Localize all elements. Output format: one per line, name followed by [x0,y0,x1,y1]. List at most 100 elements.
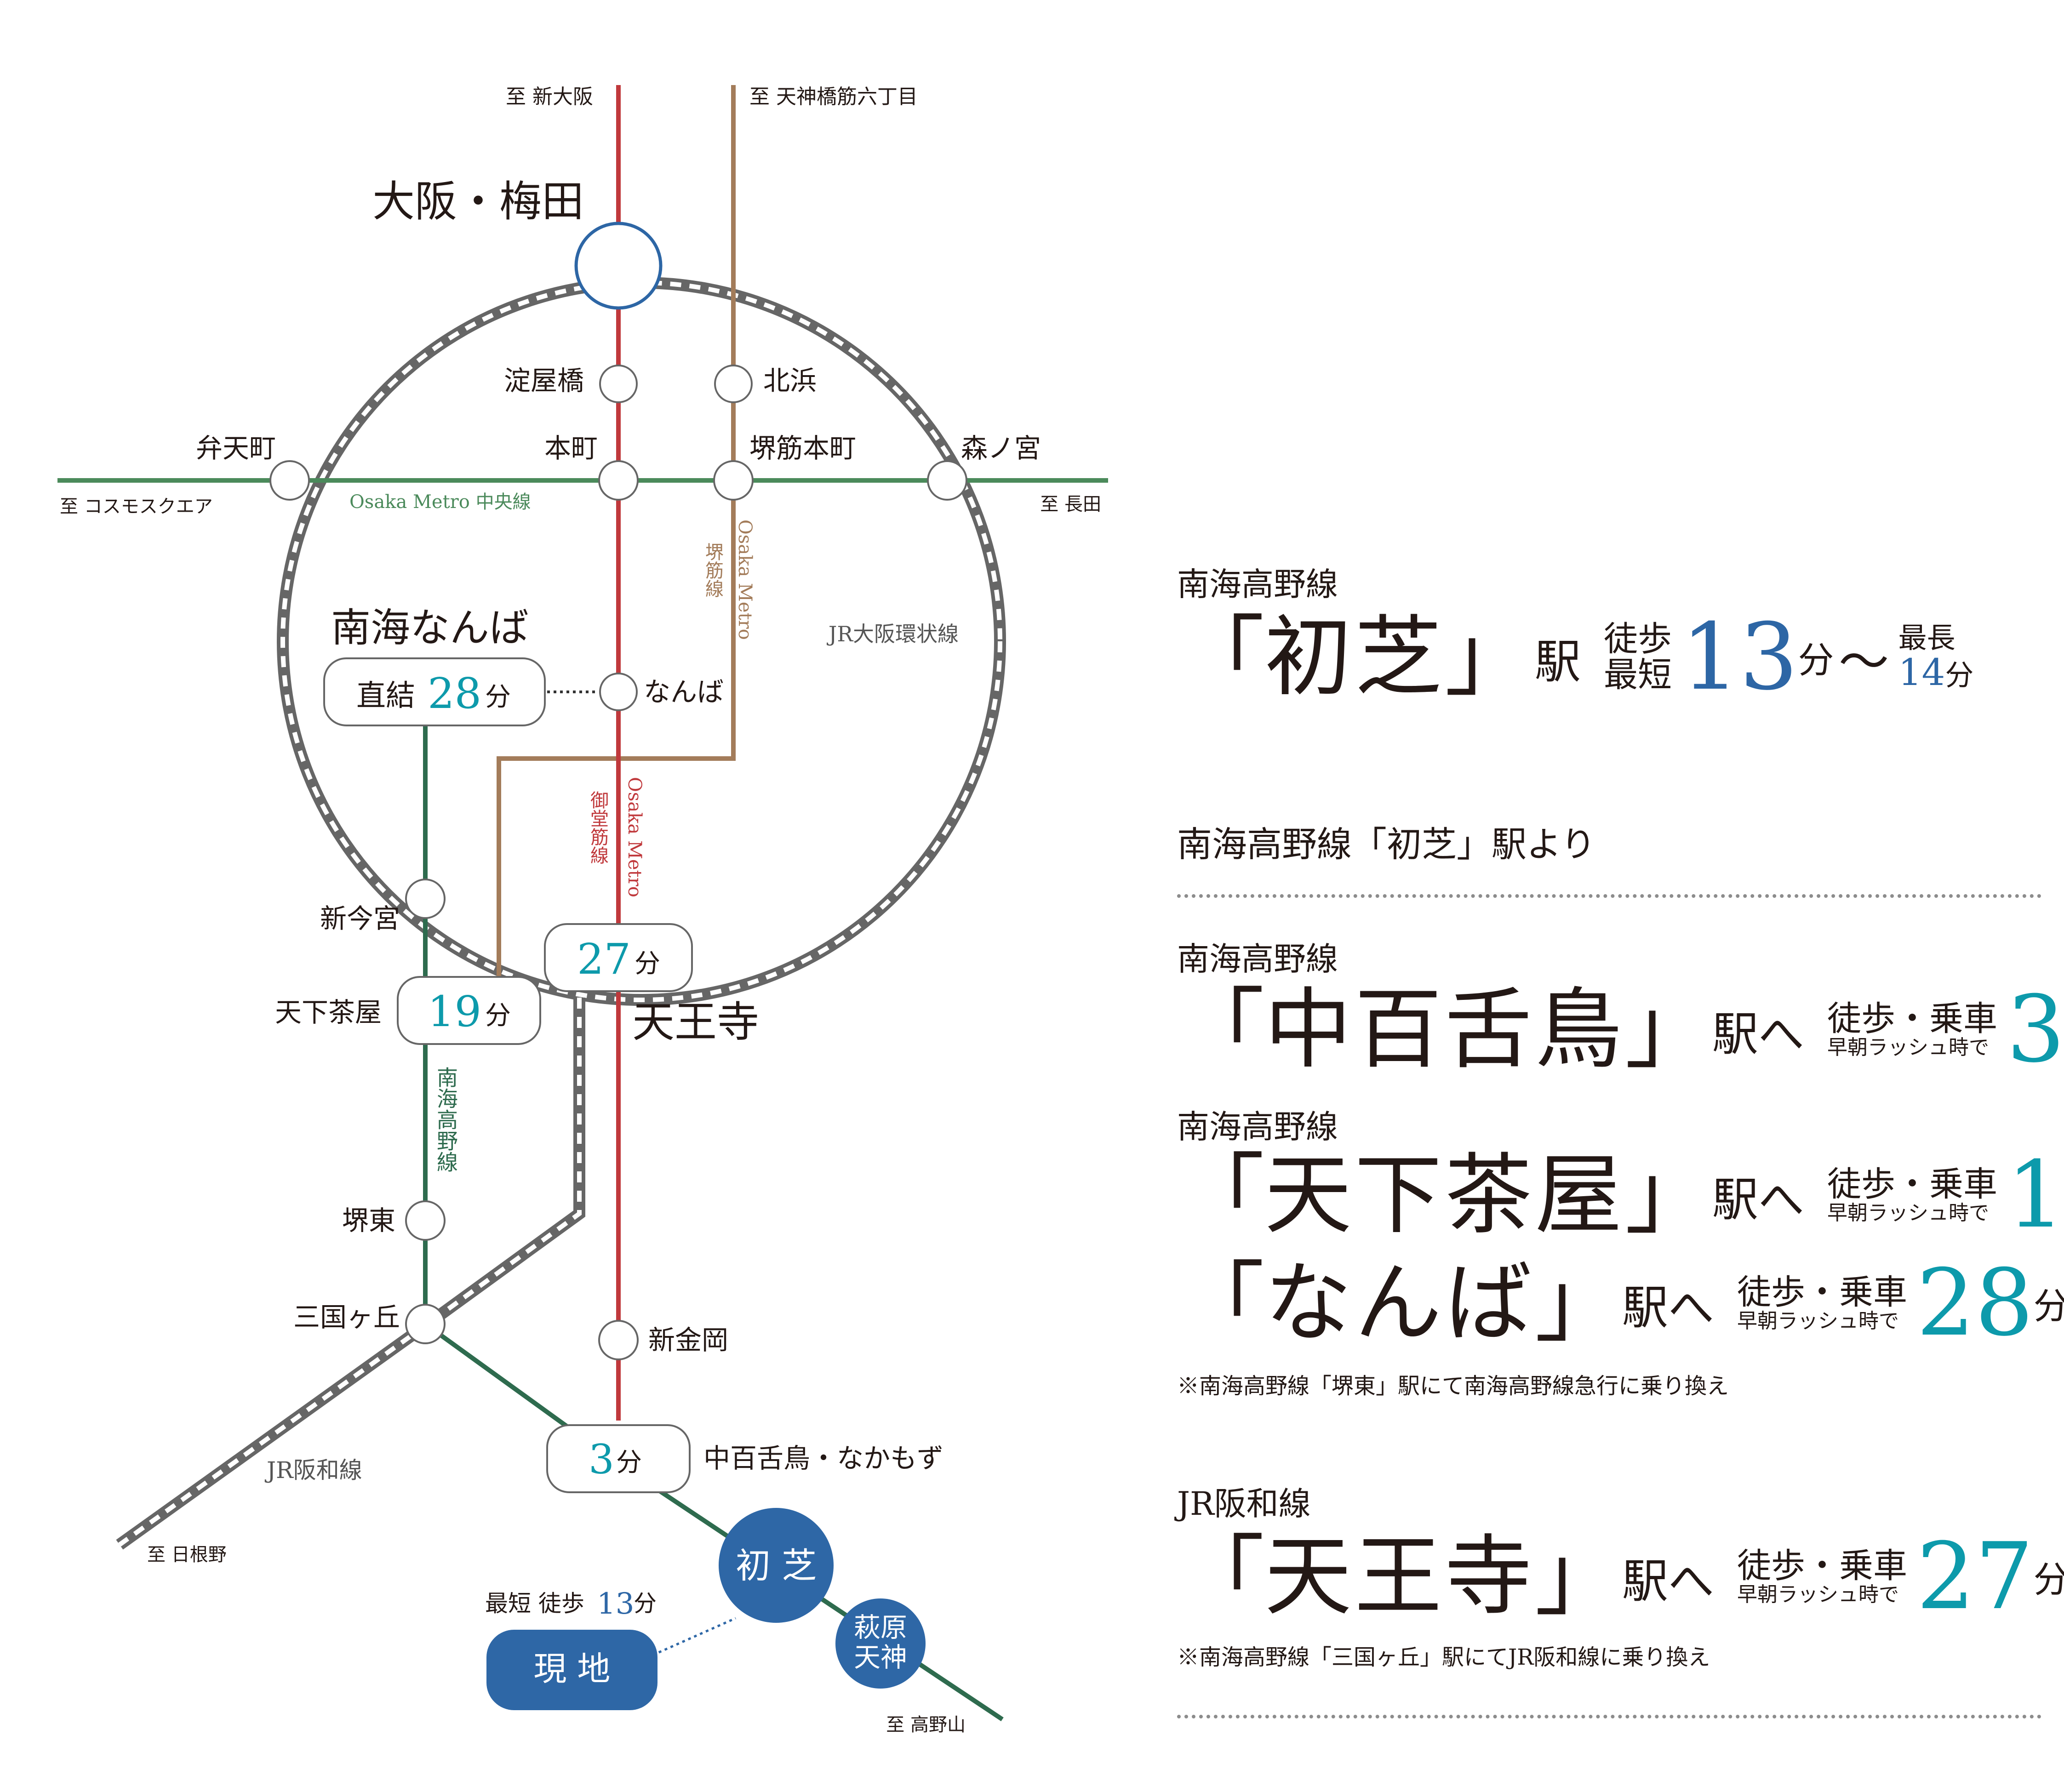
svg-text:堺東: 堺東 [342,1205,395,1236]
eki-he: 駅へ [1712,1007,1805,1061]
nakamozu-station-name: 中百舌鳥 [1264,979,1625,1080]
namba-time: 28 [1916,1250,2034,1357]
jr-hanwa-line-label: JR阪和線 [264,1457,362,1484]
station-honmachi: 本町 [544,433,639,501]
tengachaya-unit: 分 [485,1001,511,1031]
eki-he: 駅へ [1622,1554,1715,1608]
dest-tenjinbashi: 至 天神橋筋六丁目 [749,85,918,108]
station-morinomiya: 森ノ宮 [927,433,1041,501]
tennoji-station-name: 天王寺 [1264,1526,1535,1627]
svg-text:新今宮: 新今宮 [320,903,400,934]
midosuji-line-label-vertical: 御堂筋線 [587,791,609,864]
from-heading: 南海高野線「初芝」駅より [1177,824,1596,865]
chuo-line-label: Osaka Metro 中央線 [349,491,531,513]
dest-nagata: 至 長田 [1040,494,1101,515]
hagiharatenjin-label-2: 天神 [854,1642,907,1673]
divider-bottom [1177,1715,2041,1718]
tennoji-line-name: JR阪和線 [1177,1485,1311,1523]
nakamozu-line-name: 南海高野線 [1177,940,1338,978]
site-walk-unit: 分 [634,1590,657,1617]
route-map: 至 新大阪 至 天神橋筋六丁目 至 コスモスクエア 至 長田 至 日根野 至 高… [57,85,1108,1735]
dest-koyasan: 至 高野山 [886,1714,966,1735]
eki-he: 駅へ [1622,1280,1715,1335]
open-bracket: 「 [1177,1526,1265,1627]
tennoji-row: 「 天王寺 」 駅へ 徒歩・乗車 早朝ラッシュ時で 27 分 [1177,1531,2064,1623]
tengachaya-station-name: 天下茶屋 [1264,1144,1625,1246]
close-bracket: 」 [1625,979,1713,1080]
site-walk-label: 最短 徒歩 [485,1590,584,1617]
svg-text:北浜: 北浜 [763,365,817,396]
station-namba: なんば [599,673,724,711]
site-label: 現 地 [534,1649,611,1688]
svg-text:三国ヶ丘: 三国ヶ丘 [293,1301,400,1333]
umeda-hub-circle [574,222,663,310]
namba-row: 「 なんば 」 駅へ 徒歩・乗車 早朝ラッシュ時で 28 分 [1177,1257,2064,1349]
svg-text:森ノ宮: 森ノ宮 [961,433,1041,464]
nakamozu-unit: 分 [616,1448,642,1478]
tennoji-time: 27 [577,935,631,984]
nankai-namba-direct: 直結 [356,679,415,713]
site-walk-time: 13 [597,1587,634,1621]
mode-label: 徒歩・乗車 早朝ラッシュ時で [1827,1164,1998,1225]
tengachaya-row: 「 天下茶屋 」 駅へ 徒歩・乗車 早朝ラッシュ時で 19 分 [1177,1149,2064,1241]
umeda-label: 大阪・梅田 [372,177,584,226]
svg-text:本町: 本町 [544,433,598,464]
max-walk-time: 14 [1898,651,1945,694]
nakamozu-time: 3 [589,1436,614,1483]
svg-text:堺筋本町: 堺筋本町 [749,433,856,464]
open-bracket: 「 [1177,979,1265,1080]
dest-cosmosquare: 至 コスモスクエア [60,496,213,517]
tengachaya-box [397,976,541,1045]
sakaisuji-line-label-vertical: 堺筋線 [702,542,723,598]
hatsushiba-row: 「 初芝 」 駅 徒歩 最短 13 分 ～ 最長 14分 [1177,611,1973,703]
unit: 分 [2033,1559,2064,1601]
nakamozu-time: 3 [2007,976,2064,1083]
namba-station-name: なんば [1264,1252,1535,1354]
station-bentencho: 弁天町 [196,433,310,501]
nakamozu-label: 中百舌鳥・なかもず [703,1443,943,1474]
nankai-namba-unit: 分 [485,682,511,712]
tengachaya-line-name: 南海高野線 [1177,1108,1338,1146]
tilde: ～ [1838,633,1889,691]
hagiharatenjin-label-1: 萩原 [854,1612,907,1643]
midosuji-line-label-metro: Osaka Metro [624,777,645,897]
mode-label: 徒歩・乗車 早朝ラッシュ時で [1737,1546,1908,1606]
tennoji-time: 27 [1916,1523,2034,1630]
tengachaya-label: 天下茶屋 [275,997,382,1028]
tengachaya-time: 19 [428,987,481,1036]
eki-suffix: 駅 [1535,634,1581,689]
nankai-namba-box [323,657,546,726]
dest-shinosaka: 至 新大阪 [506,85,593,108]
jr-hanwa-line [116,998,585,1550]
sakaisuji-line-label-metro: Osaka Metro [734,519,755,640]
svg-text:弁天町: 弁天町 [196,433,276,464]
namba-note: ※南海高野線「堺東」駅にて南海高野線急行に乗り換え [1177,1373,1729,1399]
station-sakaisuji-honmachi: 堺筋本町 [713,433,856,501]
site-walk-connector [652,1617,737,1656]
tengachaya-time: 19 [2007,1141,2064,1249]
station-yodoyabashi: 淀屋橋 [504,365,638,403]
walk-label: 徒歩 最短 [1604,619,1672,695]
open-bracket: 「 [1177,1144,1265,1246]
station-shinimamiya: 新今宮 [320,879,446,934]
hatsushiba-label: 初 芝 [736,1545,817,1586]
access-info-panel: 南海高野線 「 初芝 」 駅 徒歩 最短 13 分 ～ 最長 14分 南海高野線… [1177,0,2064,1792]
hatsushiba-station-name: 初芝 [1264,606,1445,708]
svg-text:淀屋橋: 淀屋橋 [504,365,584,396]
open-bracket: 「 [1177,606,1265,708]
hatsushiba-circle [719,1508,834,1623]
unit: 分 [2033,1286,2064,1327]
min-unit: 分 [1798,640,1834,681]
dest-hineno: 至 日根野 [147,1544,227,1565]
min-walk-time: 13 [1681,604,1798,711]
mode-label: 徒歩・乗車 早朝ラッシュ時で [1827,999,1998,1059]
station-kitahama: 北浜 [714,365,817,403]
tennoji-box [544,923,693,992]
close-bracket: 」 [1535,1526,1623,1627]
station-mikunigaoka: 三国ヶ丘 [293,1301,446,1344]
max-walk: 最長 14分 [1898,621,1974,694]
eki-he: 駅へ [1712,1172,1805,1227]
mode-label: 徒歩・乗車 早朝ラッシュ時で [1737,1273,1908,1333]
tennoji-label: 天王寺 [632,998,759,1047]
hagiharatenjin-circle [835,1598,926,1689]
